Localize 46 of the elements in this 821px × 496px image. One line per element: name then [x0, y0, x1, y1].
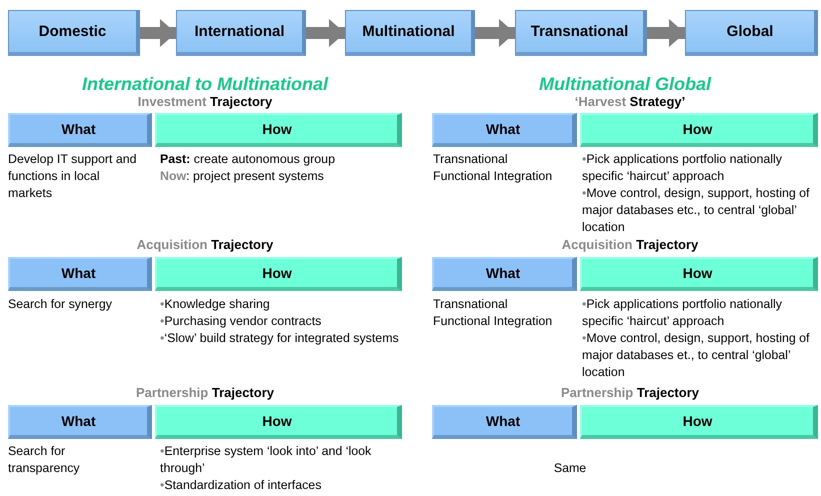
trajectory-heading: Partnership Trajectory — [560, 384, 700, 401]
column-header-bar: What — [8, 405, 152, 439]
trajectory-heading: Acquisition Trajectory — [560, 236, 700, 253]
bullet-item: •Standardization of interfaces — [160, 477, 322, 494]
bullet-item: •Move control, design, support, hosting of major databases etc., to central ‘global’ location — [582, 185, 811, 236]
bullet-item: •Enterprise system ‘look into’ and ‘look through’ — [160, 443, 372, 477]
section-heading: International to Multinational — [81, 74, 330, 94]
bullet-item: •Move control, design, support, hosting of major databases et., to central ‘global’ location — [582, 330, 811, 381]
column-header-bar: What — [8, 113, 152, 147]
block-arrow — [140, 19, 176, 47]
trajectory-heading: Partnership Trajectory — [134, 384, 275, 401]
bullet-item: •Knowledge sharing — [160, 296, 271, 313]
column-header-bar: How — [580, 113, 818, 147]
cell-text: Now: project present systems — [160, 168, 325, 185]
bullet-item: •‘Slow’ build strategy for integrated systems — [160, 330, 400, 347]
cell-text: Transnational Functional Integration — [433, 151, 553, 185]
column-header-bar: How — [155, 257, 402, 291]
block-arrow — [475, 19, 515, 47]
stage-box: Transnational — [515, 10, 647, 56]
bullet-item: •Pick applications portfolio nationally specific ‘haircut’ approach — [582, 296, 783, 330]
block-arrow — [306, 19, 345, 47]
column-header-bar: How — [580, 257, 818, 291]
cell-text: Search for synergy — [8, 296, 113, 313]
trajectory-heading: Investment Trajectory — [136, 93, 274, 110]
column-header-bar: How — [580, 405, 818, 439]
cell-text: Same — [552, 460, 588, 477]
stage-box: Domestic — [8, 10, 140, 56]
column-header-bar: What — [432, 113, 577, 147]
stage-box: Multinational — [345, 10, 475, 56]
column-header-bar: How — [155, 405, 402, 439]
bullet-item: •Purchasing vendor contracts — [160, 313, 322, 330]
stage-box: International — [176, 10, 306, 56]
column-header-bar: What — [8, 257, 152, 291]
cell-text: Develop IT support and functions in local markets — [8, 151, 138, 202]
trajectory-heading: ‘Harvest Strategy’ — [574, 93, 686, 110]
column-header-bar: How — [155, 113, 402, 147]
block-arrow — [647, 19, 685, 47]
stage-box: Global — [685, 10, 818, 56]
trajectory-heading: Acquisition Trajectory — [136, 236, 274, 253]
cell-text: Search for transparency — [8, 443, 81, 477]
cell-text: Transnational Functional Integration — [433, 296, 553, 330]
column-header-bar: What — [432, 405, 577, 439]
cell-text: Past: create autonomous group — [160, 151, 336, 168]
bullet-item: •Pick applications portfolio nationally specific ‘haircut’ approach — [582, 151, 783, 185]
column-header-bar: What — [432, 257, 577, 291]
section-heading: Multinational Global — [538, 74, 712, 94]
